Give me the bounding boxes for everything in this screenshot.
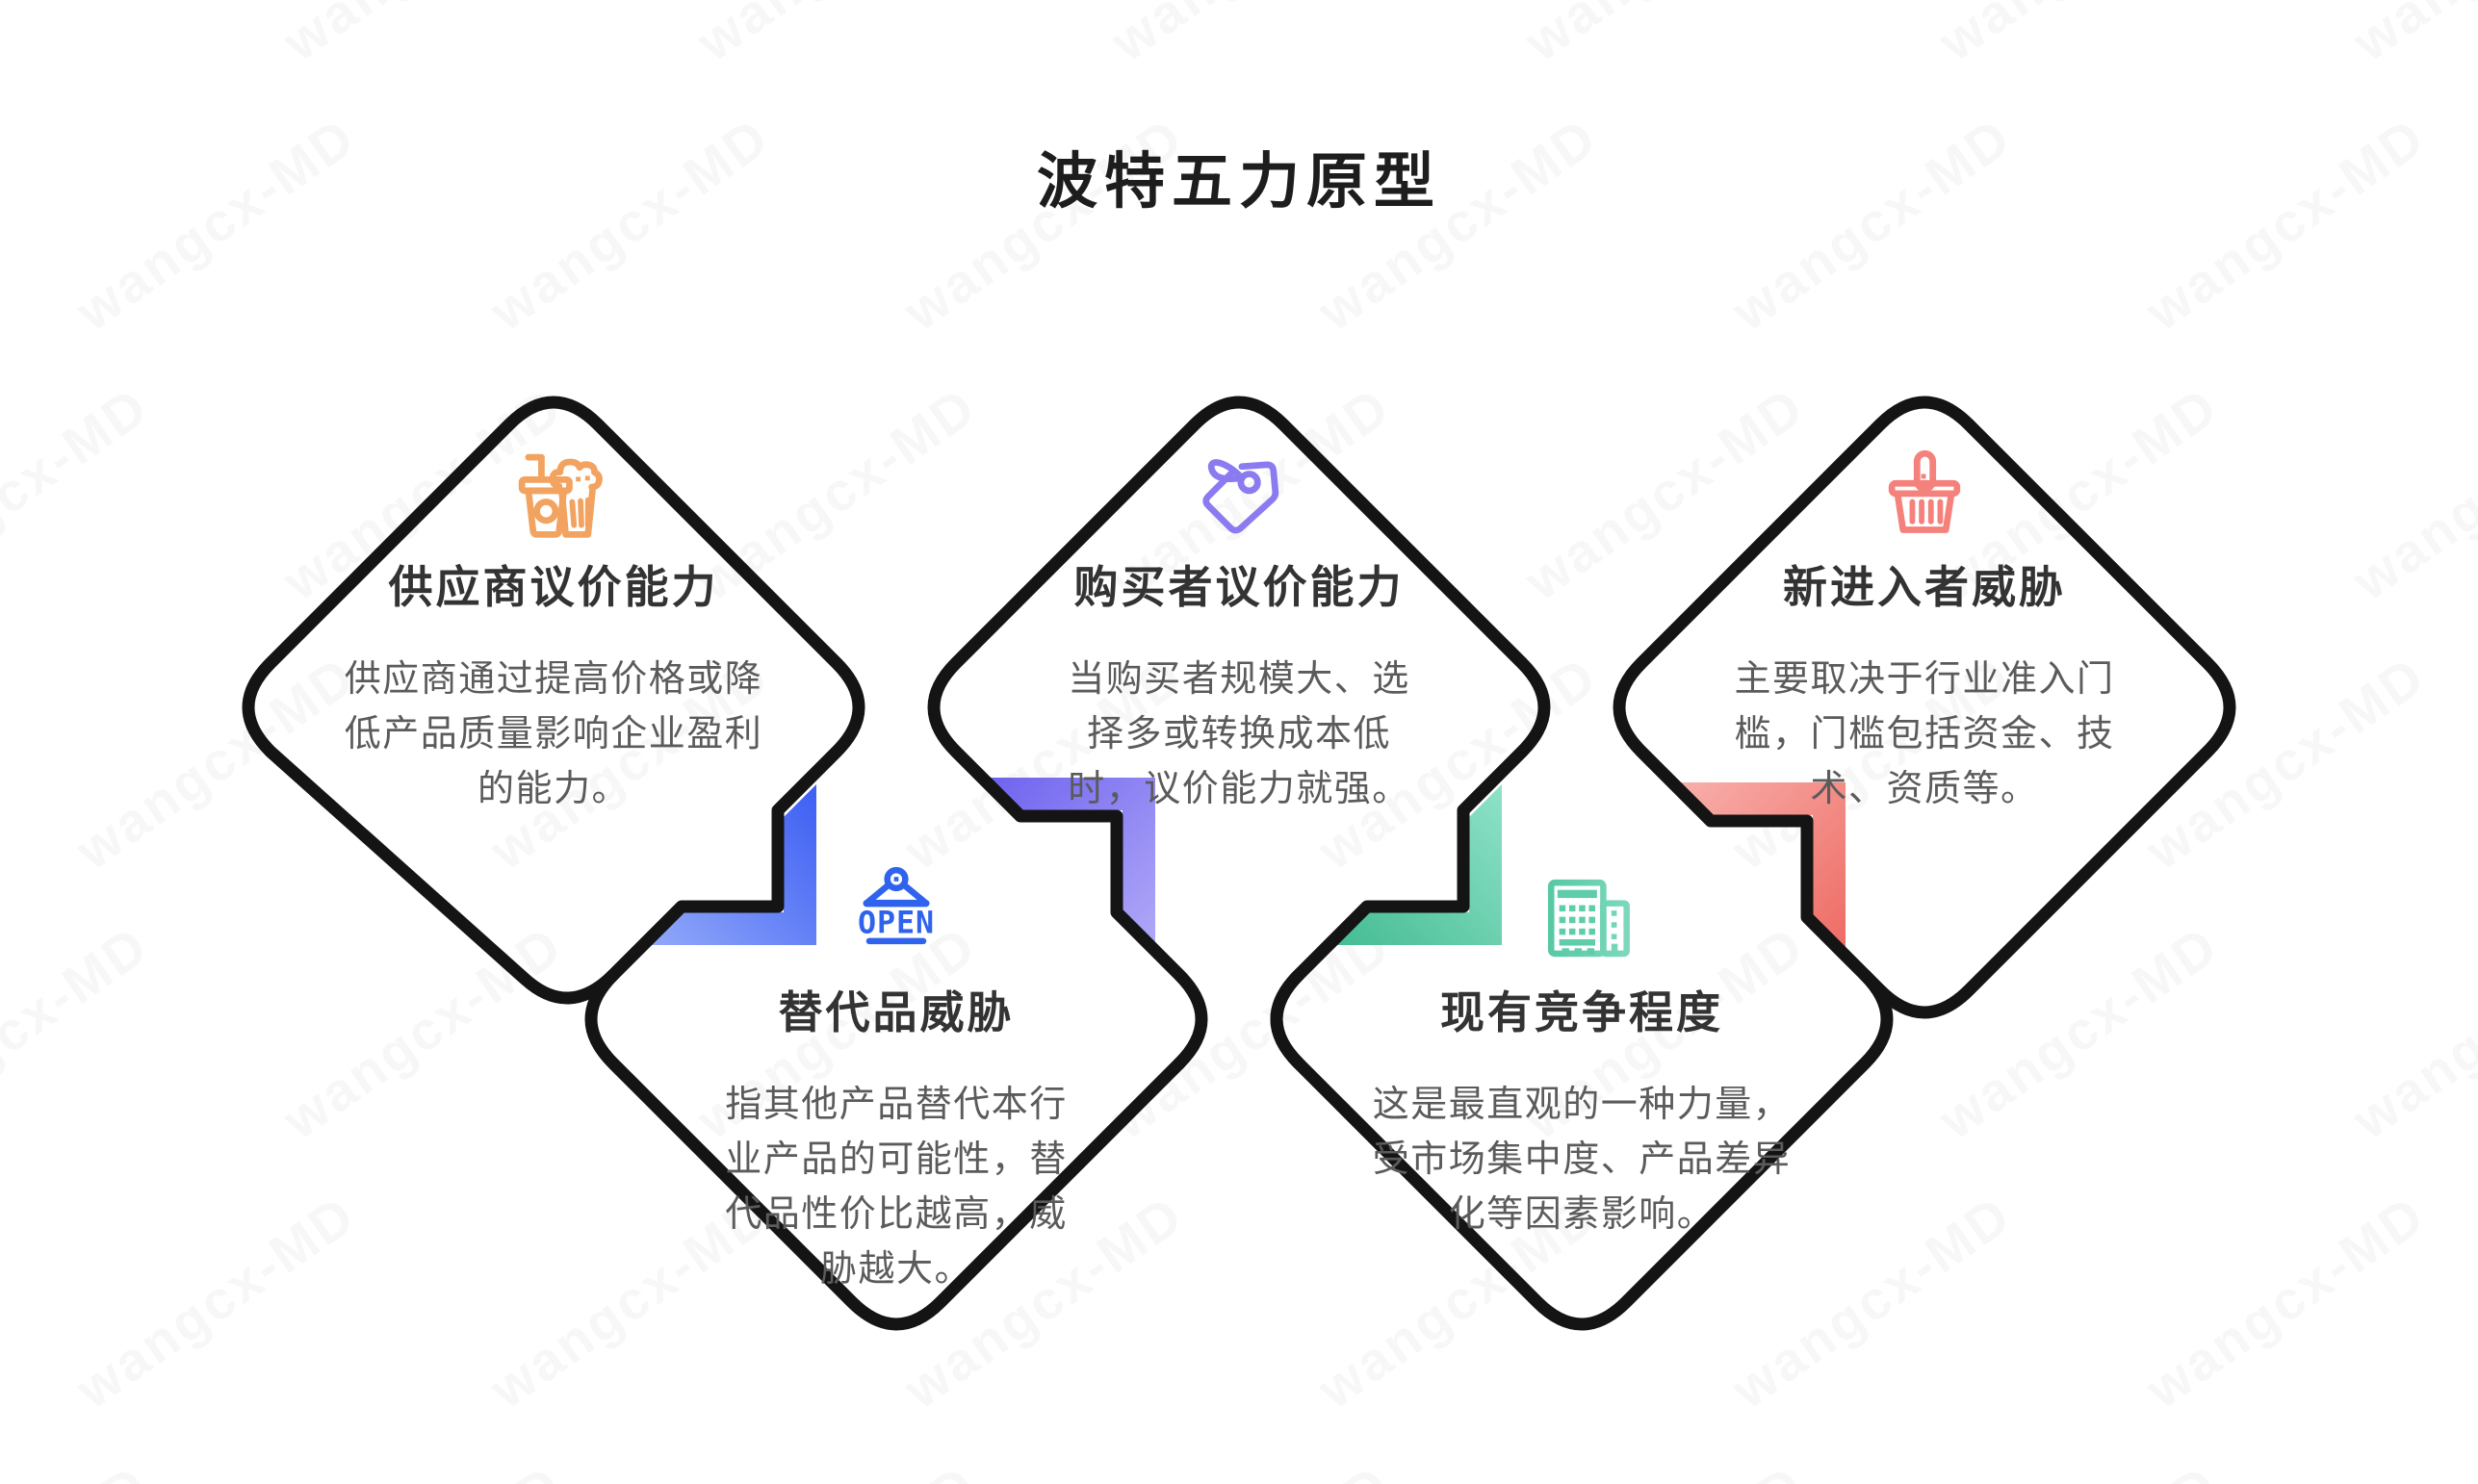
card-title: 购买者议价能力 [1073, 562, 1405, 612]
diamond-supplier-outline [242, 396, 865, 1005]
card-title: 现有竞争程度 [1440, 987, 1723, 1037]
fast-food-icon [284, 433, 823, 550]
open-sign-icon: OPEN [627, 858, 1166, 976]
card-substitutes: OPEN 替代品威胁 指其他产品替代本行 业产品的可能性，替 代品性价比越高，威… [627, 858, 1166, 1297]
card-body: 供应商通过提高价格或降 低产品质量影响企业盈利 的能力。 [344, 659, 763, 809]
card-rivalry: 现有竞争程度 这是最直观的一种力量， 受市场集中度、产品差异 化等因素影响。 [1312, 858, 1851, 1242]
diamond-entrants-outline [1613, 396, 2236, 1019]
page-title: 波特五力原型 [1037, 148, 1441, 216]
card-buyer-power: 购买者议价能力 当购买者规模大、选 择多或转换成本低 时，议价能力就强。 [969, 433, 1509, 817]
diamond-buyer-outline [927, 396, 1551, 1070]
card-body: 这是最直观的一种力量， 受市场集中度、产品差异 化等因素影响。 [1372, 1085, 1792, 1235]
card-body: 当购买者规模大、选 择多或转换成本低 时，议价能力就强。 [1068, 659, 1410, 809]
basket-icon [1655, 433, 2194, 550]
buildings-icon [1312, 858, 1851, 976]
open-sign-label: OPEN [858, 906, 935, 940]
diamond-substitutes-outline [584, 968, 1186, 1331]
card-body: 主要取决于行业准入门 槛，门槛包括资金、技 术、资质等。 [1734, 659, 2115, 809]
card-new-entrants: 新进入者威胁 主要取决于行业准入门 槛，门槛包括资金、技 术、资质等。 [1655, 433, 2194, 817]
card-title: 供应商议价能力 [388, 562, 719, 612]
card-supplier-power: 供应商议价能力 供应商通过提高价格或降 低产品质量影响企业盈利 的能力。 [284, 433, 823, 817]
card-title: 新进入者威胁 [1783, 562, 2066, 612]
card-title: 替代品威胁 [778, 987, 1015, 1037]
price-tag-icon [969, 433, 1509, 550]
card-body: 指其他产品替代本行 业产品的可能性，替 代品性价比越高，威 胁越大。 [725, 1085, 1068, 1290]
